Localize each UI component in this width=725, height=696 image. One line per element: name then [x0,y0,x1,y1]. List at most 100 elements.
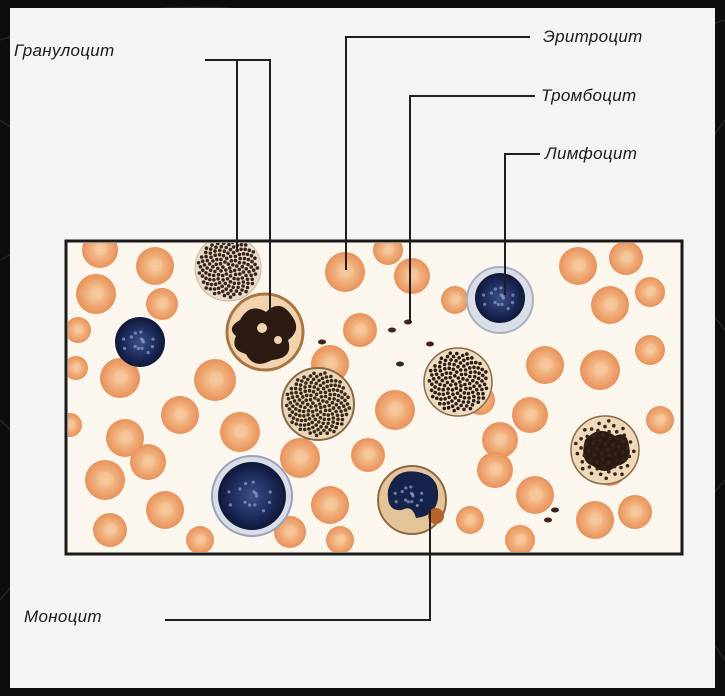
granule [225,272,229,276]
granule [206,282,210,286]
granule [243,257,247,261]
granule [286,393,290,397]
nucleus-speckle [122,338,125,341]
thrombocyte [318,340,326,345]
granule [433,391,437,395]
erythrocyte-center [407,269,420,282]
granule [309,374,313,378]
granule [473,375,477,379]
granule [203,263,207,267]
erythrocyte-center [174,407,187,420]
granule [319,431,323,435]
granule [469,371,473,375]
granule [591,441,595,445]
granule [435,397,439,401]
granule [220,285,224,289]
granule [226,277,230,281]
granule [306,378,310,382]
granule [322,381,326,385]
nucleus-speckle [123,347,126,350]
erythrocyte-center [490,463,503,476]
granule [302,410,306,414]
granule [452,409,456,413]
granule [319,391,323,395]
granule [451,393,455,397]
erythrocyte-center [99,472,113,486]
nucleus-speckle [416,504,419,507]
nucleus-speckle [147,351,150,354]
granule [241,265,245,269]
granule [208,262,212,266]
granule [212,274,216,278]
erythrocyte-center [529,487,542,500]
granule [454,402,458,406]
granule [308,389,312,393]
granule [337,406,341,410]
granule [319,384,323,388]
granule [221,274,225,278]
granule [200,255,204,259]
granule [456,407,460,411]
granule [222,254,226,258]
granule [291,404,295,408]
granule [241,284,245,288]
granule [296,378,300,382]
granule [332,430,336,434]
nucleus-speckle [497,303,500,306]
granule [323,418,327,422]
granule [340,422,344,426]
nucleus-speckle [140,347,143,350]
label-lymphocyte: Лимфоцит [544,144,637,163]
nucleus-speckle [404,486,407,489]
granule [285,404,289,408]
granule [229,248,233,252]
granule [234,259,238,263]
granule [465,378,469,382]
nucleus-speckle [252,481,255,484]
granule [475,388,479,392]
granule [464,368,468,372]
granule [204,271,208,275]
granule [218,249,222,253]
granule [221,278,225,282]
granule [332,388,336,392]
granule [209,255,213,259]
thrombocyte [426,342,434,347]
granule [229,280,233,284]
granule [234,273,238,277]
granule [468,382,472,386]
granule [295,402,299,406]
granule [299,428,303,432]
granule [236,286,240,290]
granule [348,406,352,410]
granule [603,425,607,429]
granule [299,391,303,395]
granule [250,260,254,264]
granule [249,265,253,269]
granule [481,392,485,396]
granule [588,465,592,469]
nucleus-speckle [500,293,503,296]
granule [476,366,480,370]
granule [239,248,243,252]
granule [442,393,446,397]
granule [314,418,318,422]
granule [312,372,316,376]
granule [438,361,442,365]
granule [613,472,617,476]
erythrocyte-center [196,534,206,544]
granule [478,384,482,388]
granule [452,355,456,359]
granule [216,277,220,281]
granule [294,422,298,426]
nucleus-speckle [248,503,251,506]
granule [319,373,323,377]
granule [331,420,335,424]
granule [481,374,485,378]
granule [328,397,332,401]
granule [325,400,329,404]
granule [480,379,484,383]
granule [328,393,332,397]
granule [227,284,231,288]
granule [223,294,227,298]
